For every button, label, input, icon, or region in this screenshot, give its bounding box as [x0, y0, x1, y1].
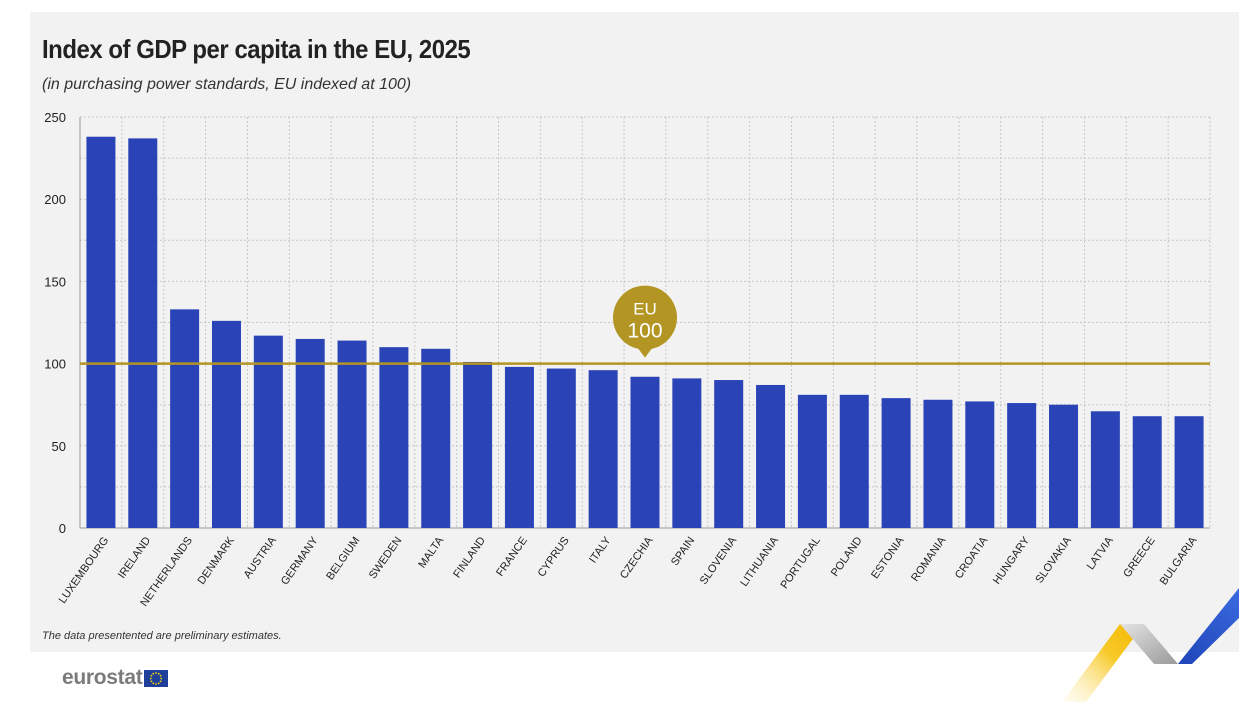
bar-greece [1132, 416, 1162, 528]
x-tick-label: IRELAND [116, 535, 153, 581]
x-tick-label: ITALY [587, 534, 614, 565]
eurostat-logo: eurostat [62, 666, 169, 690]
bar-sweden [379, 347, 409, 528]
bar-netherlands [170, 309, 200, 528]
x-tick-label: GERMANY [279, 534, 321, 587]
eu-flag-icon [144, 669, 169, 687]
bar-croatia [965, 401, 995, 528]
x-tick-label: POLAND [829, 535, 865, 579]
chart-subtitle: (in purchasing power standards, EU index… [42, 76, 412, 93]
bar-bulgaria [1174, 416, 1204, 528]
x-tick-label: AUSTRIA [242, 534, 280, 580]
x-tick-label: PORTUGAL [778, 535, 822, 591]
bar-italy [588, 370, 618, 528]
x-tick-label: BELGIUM [324, 535, 362, 582]
bar-slovenia [714, 380, 744, 528]
x-tick-label: HUNGARY [991, 534, 1033, 586]
bar-ireland [128, 138, 158, 528]
bar-belgium [337, 340, 367, 528]
x-tick-label: CROATIA [953, 534, 991, 581]
chart-title: Index of GDP per capita in the EU, 2025 [42, 34, 471, 64]
bar-hungary [1007, 403, 1037, 528]
x-tick-label: LITHUANIA [738, 534, 781, 588]
eu-marker-pointer [636, 345, 654, 358]
bar-spain [672, 378, 702, 528]
bar-romania [923, 399, 953, 528]
bar-estonia [881, 398, 911, 528]
x-tick-label: SLOVENIA [698, 534, 740, 586]
eu-marker-bubble [613, 285, 677, 350]
x-tick-label: MALTA [416, 534, 446, 570]
x-tick-label: ESTONIA [869, 534, 907, 581]
bar-malta [421, 348, 451, 528]
bar-lithuania [756, 384, 786, 528]
x-tick-label: ROMANIA [909, 534, 949, 583]
decorative-ribbon-icon [1062, 588, 1239, 702]
bar-portugal [797, 394, 827, 528]
bar-latvia [1090, 411, 1120, 528]
eu-marker-value: 100 [627, 320, 662, 343]
footnote: The data presentented are preliminary es… [42, 630, 282, 642]
bar-finland [463, 361, 493, 528]
bar-slovakia [1049, 404, 1079, 528]
bar-germany [295, 338, 325, 528]
bar-czechia [630, 376, 660, 528]
x-tick-label: CZECHIA [618, 534, 656, 581]
logo-text: eurostat [62, 666, 143, 689]
bar-cyprus [546, 368, 576, 528]
bar-poland [839, 394, 869, 528]
bars-layer [86, 136, 1204, 528]
y-tick-label: 50 [52, 439, 66, 454]
y-tick-label: 100 [44, 357, 66, 372]
y-tick-label: 150 [44, 274, 66, 289]
x-tick-label: LUXEMBOURG [57, 535, 112, 606]
x-tick-label: GREECE [1121, 535, 1157, 580]
x-tick-label: FRANCE [494, 535, 530, 579]
y-tick-label: 0 [59, 521, 66, 536]
x-tick-label: FINLAND [451, 535, 488, 580]
bar-france [504, 366, 534, 528]
x-tick-label: LATVIA [1085, 534, 1116, 572]
bar-luxembourg [86, 136, 116, 528]
bar-austria [253, 335, 283, 528]
x-tick-label: SWEDEN [367, 535, 405, 581]
y-tick-label: 200 [44, 192, 66, 207]
eu-marker-label: EU [633, 300, 657, 319]
x-tick-label: SPAIN [669, 535, 697, 568]
y-tick-label: 250 [44, 110, 66, 125]
bar-denmark [211, 320, 241, 528]
x-tick-label: CYPRUS [536, 535, 572, 579]
x-tick-label: SLOVAKIA [1033, 534, 1074, 585]
x-tick-label: DENMARK [196, 534, 238, 586]
